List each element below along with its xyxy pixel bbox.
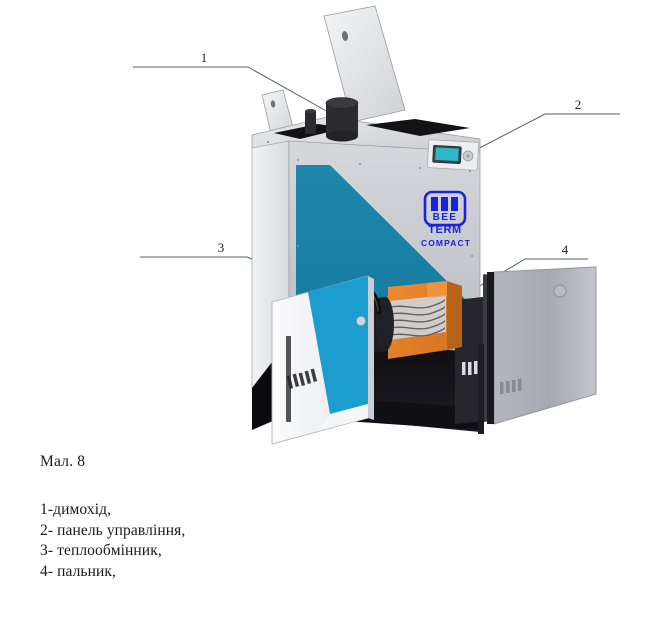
right-door-hinge bbox=[487, 272, 494, 424]
right-door-open[interactable] bbox=[483, 266, 597, 425]
left-door-open[interactable] bbox=[271, 275, 374, 445]
brand-logo: BEE TERM COMPACT bbox=[421, 190, 471, 248]
heat-exchanger-tubes bbox=[390, 299, 446, 337]
callout-2-leader: 2 bbox=[465, 97, 620, 156]
heat-exchanger bbox=[388, 281, 462, 359]
boiler-technical-drawing: 1 2 3 4 bbox=[133, 5, 620, 445]
chimney-flue bbox=[305, 97, 359, 142]
left-door-knob[interactable] bbox=[356, 316, 366, 326]
legend-item-2: 2- панель управління, bbox=[40, 521, 186, 539]
left-door-blue-accent bbox=[308, 276, 368, 414]
callout-leaders: 1 2 3 4 bbox=[133, 50, 620, 301]
callout-1-leader: 1 bbox=[133, 50, 331, 114]
figure-illustration: 1 2 3 4 bbox=[133, 5, 620, 445]
control-panel[interactable] bbox=[426, 139, 480, 171]
figure-caption-block: Мал. 8 1-димохід, 2- панель управління, … bbox=[40, 452, 460, 582]
brand-logo-line1: BEE bbox=[433, 212, 458, 223]
callout-4-number: 4 bbox=[562, 242, 569, 257]
brand-logo-badge bbox=[423, 190, 467, 227]
legend-list: 1-димохід, 2- панель управління, 3- тепл… bbox=[40, 500, 460, 582]
callout-1-number: 1 bbox=[201, 50, 208, 65]
brand-logo-line2: TERM bbox=[428, 224, 462, 236]
figure-label: Мал. 8 bbox=[40, 453, 86, 470]
hopper-opening-right bbox=[366, 119, 470, 136]
legend-item-1: 1-димохід, bbox=[40, 501, 112, 518]
legend-item-3: 3- теплообмінник, bbox=[40, 542, 162, 559]
right-door-knob[interactable] bbox=[553, 284, 567, 298]
legend-item-4: 4- пальник, bbox=[40, 562, 116, 580]
callout-3-number: 3 bbox=[218, 240, 225, 255]
callout-2-number: 2 bbox=[575, 97, 582, 112]
brand-logo-line3: COMPACT bbox=[421, 238, 471, 248]
control-panel-display-screen bbox=[435, 147, 459, 162]
boiler-base-frame bbox=[286, 336, 484, 434]
right-door-vent-slots bbox=[500, 379, 522, 394]
boiler-unit: BEE TERM COMPACT bbox=[251, 5, 597, 445]
hopper-lid-large bbox=[323, 5, 406, 123]
